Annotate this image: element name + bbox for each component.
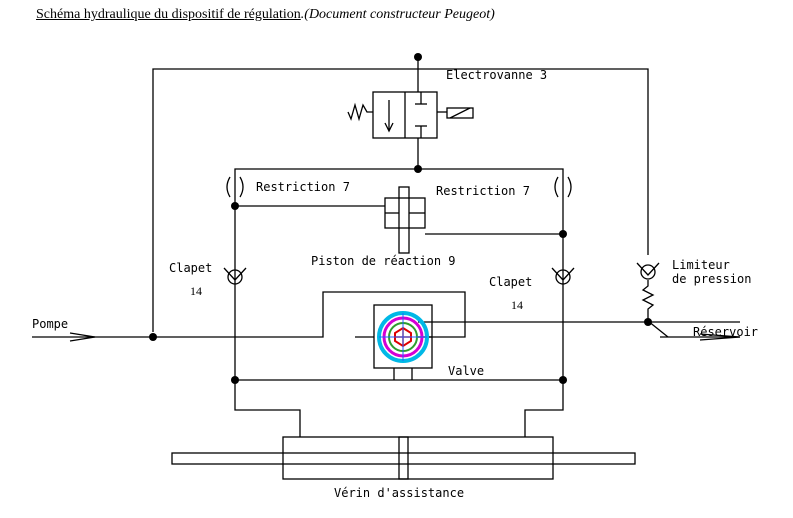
assist-cylinder [171,436,636,480]
check-valve-right [551,267,575,285]
junction-dots [149,53,652,384]
label-restriction-right: Restriction 7 [436,184,530,198]
label-limiteur-line2: de pression [672,272,751,286]
check-valve-left [223,267,247,285]
valve-block [355,304,433,369]
label-clapet-right: Clapet [489,275,532,289]
reaction-piston [384,186,426,254]
electrovanne-symbol [347,91,474,169]
label-clapet-right-number: 14 [511,298,523,312]
label-clapet-left-number: 14 [190,284,202,298]
pump-reservoir-lines [32,291,741,342]
valve-connections [393,368,413,380]
pressure-limiter [636,262,660,321]
label-valve: Valve [448,364,484,378]
label-restriction-left: Restriction 7 [256,180,350,194]
title-source: .(Document constructeur Peugeot) [300,7,495,22]
label-verin: Vérin d'assistance [334,486,464,500]
outer-circuit-lines [152,57,649,332]
label-reservoir: Réservoir [693,325,758,339]
figure-title: Schéma hydraulique du dispositif de régu… [36,7,495,23]
label-pompe: Pompe [32,317,68,331]
label-clapet-left: Clapet [169,261,212,275]
label-piston: Piston de réaction 9 [311,254,456,268]
label-electrovanne: Electrovanne 3 [446,68,547,82]
label-limiteur-line1: Limiteur [672,258,730,272]
restriction-symbols [226,176,572,198]
cylinder-feed-lines [234,390,564,437]
title-main: Schéma hydraulique du dispositif de régu… [36,7,301,22]
